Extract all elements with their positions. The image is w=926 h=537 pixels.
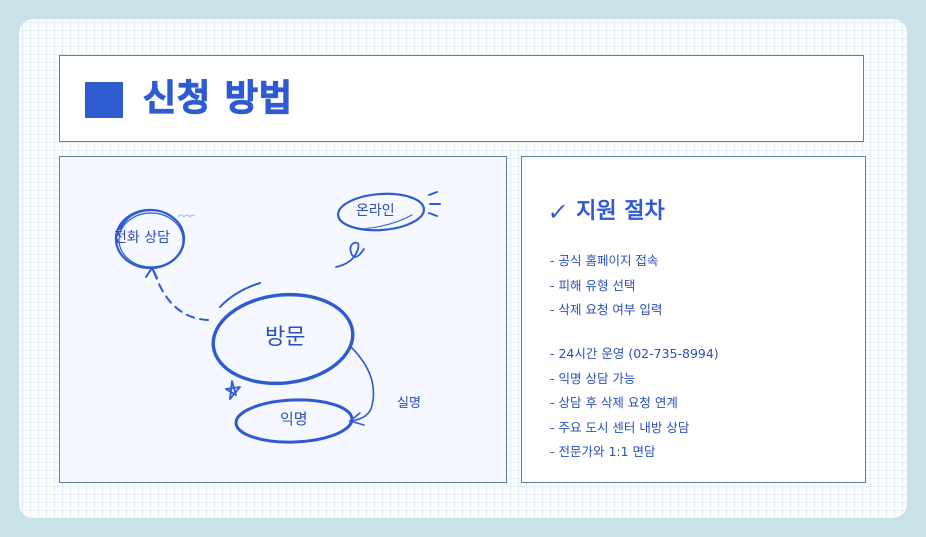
phone-visit-steps-list: - 24시간 운영 (02-735-8994) - 익명 상담 가능 - 상담 … bbox=[550, 342, 719, 465]
check-icon: ✓ bbox=[546, 198, 570, 226]
list-item: - 삭제 요청 여부 입력 bbox=[550, 302, 663, 317]
list-item: - 익명 상담 가능 bbox=[550, 370, 636, 386]
spark-lines-icon bbox=[428, 191, 441, 217]
phone-node-label: 전화 상담 bbox=[114, 230, 170, 246]
anonymous-node-ellipse bbox=[234, 398, 354, 444]
curve-arrow bbox=[350, 346, 375, 422]
online-node-label: 온라인 bbox=[356, 203, 395, 219]
list-item: - 공식 홈페이지 접속 bbox=[550, 253, 659, 268]
dashed-arrow bbox=[152, 267, 209, 321]
procedure-title: 지원 절차 bbox=[576, 199, 665, 224]
list-item: - 24시간 운영 (02-735-8994) bbox=[550, 346, 719, 361]
title-banner: 신청 방법 bbox=[59, 55, 864, 142]
list-item: - 전문가와 1:1 면담 bbox=[550, 444, 656, 459]
real-name-label: 실명 bbox=[397, 396, 421, 411]
procedure-panel: ✓ 지원 절차 - 공식 홈페이지 접속 - 피해 유형 선택 - 삭제 요청 … bbox=[521, 156, 866, 483]
online-node-ellipse bbox=[336, 192, 426, 232]
procedure-heading: ✓ 지원 절차 bbox=[546, 197, 665, 227]
mindmap-drawing bbox=[114, 191, 441, 444]
list-item: - 주요 도시 센터 내방 상담 bbox=[550, 419, 690, 435]
online-connector bbox=[335, 241, 365, 268]
center-node-ellipse bbox=[211, 292, 355, 386]
star-icon bbox=[225, 380, 241, 400]
page-title: 신청 방법 bbox=[142, 77, 294, 119]
list-item: - 피해 유형 선택 bbox=[550, 277, 636, 293]
list-item: - 상담 후 삭제 요청 연계 bbox=[550, 395, 678, 410]
center-node-label: 방문 bbox=[265, 325, 306, 350]
blue-square-icon bbox=[85, 82, 123, 118]
anonymous-node-label: 익명 bbox=[280, 410, 308, 428]
online-steps-list: - 공식 홈페이지 접속 - 피해 유형 선택 - 삭제 요청 여부 입력 bbox=[550, 249, 662, 323]
slide-card: 신청 방법 bbox=[19, 19, 907, 518]
mindmap-panel: 전화 상담 온라인 방문 익명 실명 bbox=[59, 156, 507, 483]
squiggle-icon bbox=[177, 214, 196, 218]
